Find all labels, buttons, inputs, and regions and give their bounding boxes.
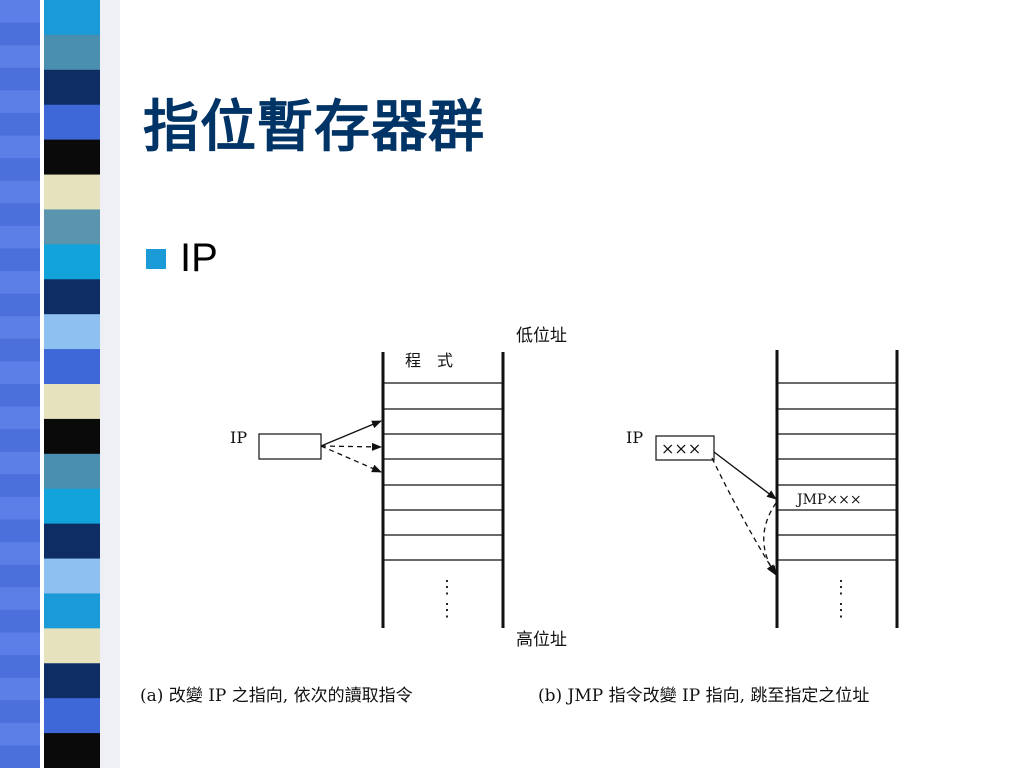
left-ip-label: IP	[230, 428, 247, 447]
program-label: 程 式	[405, 351, 453, 370]
left-dashed-arrow-1	[320, 442, 382, 451]
right-ip-register-box	[655, 435, 715, 461]
left-dashed-arrow-2	[320, 445, 382, 473]
right-ellipsis-2: ⋮	[832, 600, 850, 621]
right-dashed-arrow-to-target	[711, 457, 777, 576]
left-memory-rows	[383, 382, 503, 561]
low-address-label: 低位址	[516, 326, 567, 346]
bullet-text: IP	[180, 236, 218, 280]
high-address-label: 高位址	[516, 630, 567, 650]
caption-a: (a) 改變 IP 之指向, 依次的讀取指令	[140, 686, 413, 706]
left-ellipsis-1: ⋮	[438, 577, 456, 598]
left-ip-register-box	[258, 433, 322, 460]
left-ellipsis-2: ⋮	[438, 600, 456, 621]
bullet-item: IP	[146, 236, 218, 281]
caption-b: (b) JMP 指令改變 IP 指向, 跳至指定之位址	[538, 686, 869, 706]
right-ellipsis-1: ⋮	[832, 577, 850, 598]
bullet-square-icon	[146, 248, 166, 269]
jmp-instruction-label: JMP×××	[795, 492, 862, 508]
left-solid-arrow	[320, 420, 382, 447]
slide-title: 指位暫存器群	[143, 95, 485, 160]
decorative-stripe	[0, 0, 120, 768]
right-ip-value: ×××	[661, 439, 701, 458]
left-memory-block: 程 式 ⋮ ⋮	[381, 351, 505, 628]
right-ip-label: IP	[626, 428, 643, 447]
right-solid-arrow	[713, 451, 777, 500]
right-memory-rows	[777, 382, 897, 561]
right-jump-curve-arrow	[763, 502, 777, 575]
right-memory-block: JMP××× ⋮ ⋮	[775, 350, 899, 628]
